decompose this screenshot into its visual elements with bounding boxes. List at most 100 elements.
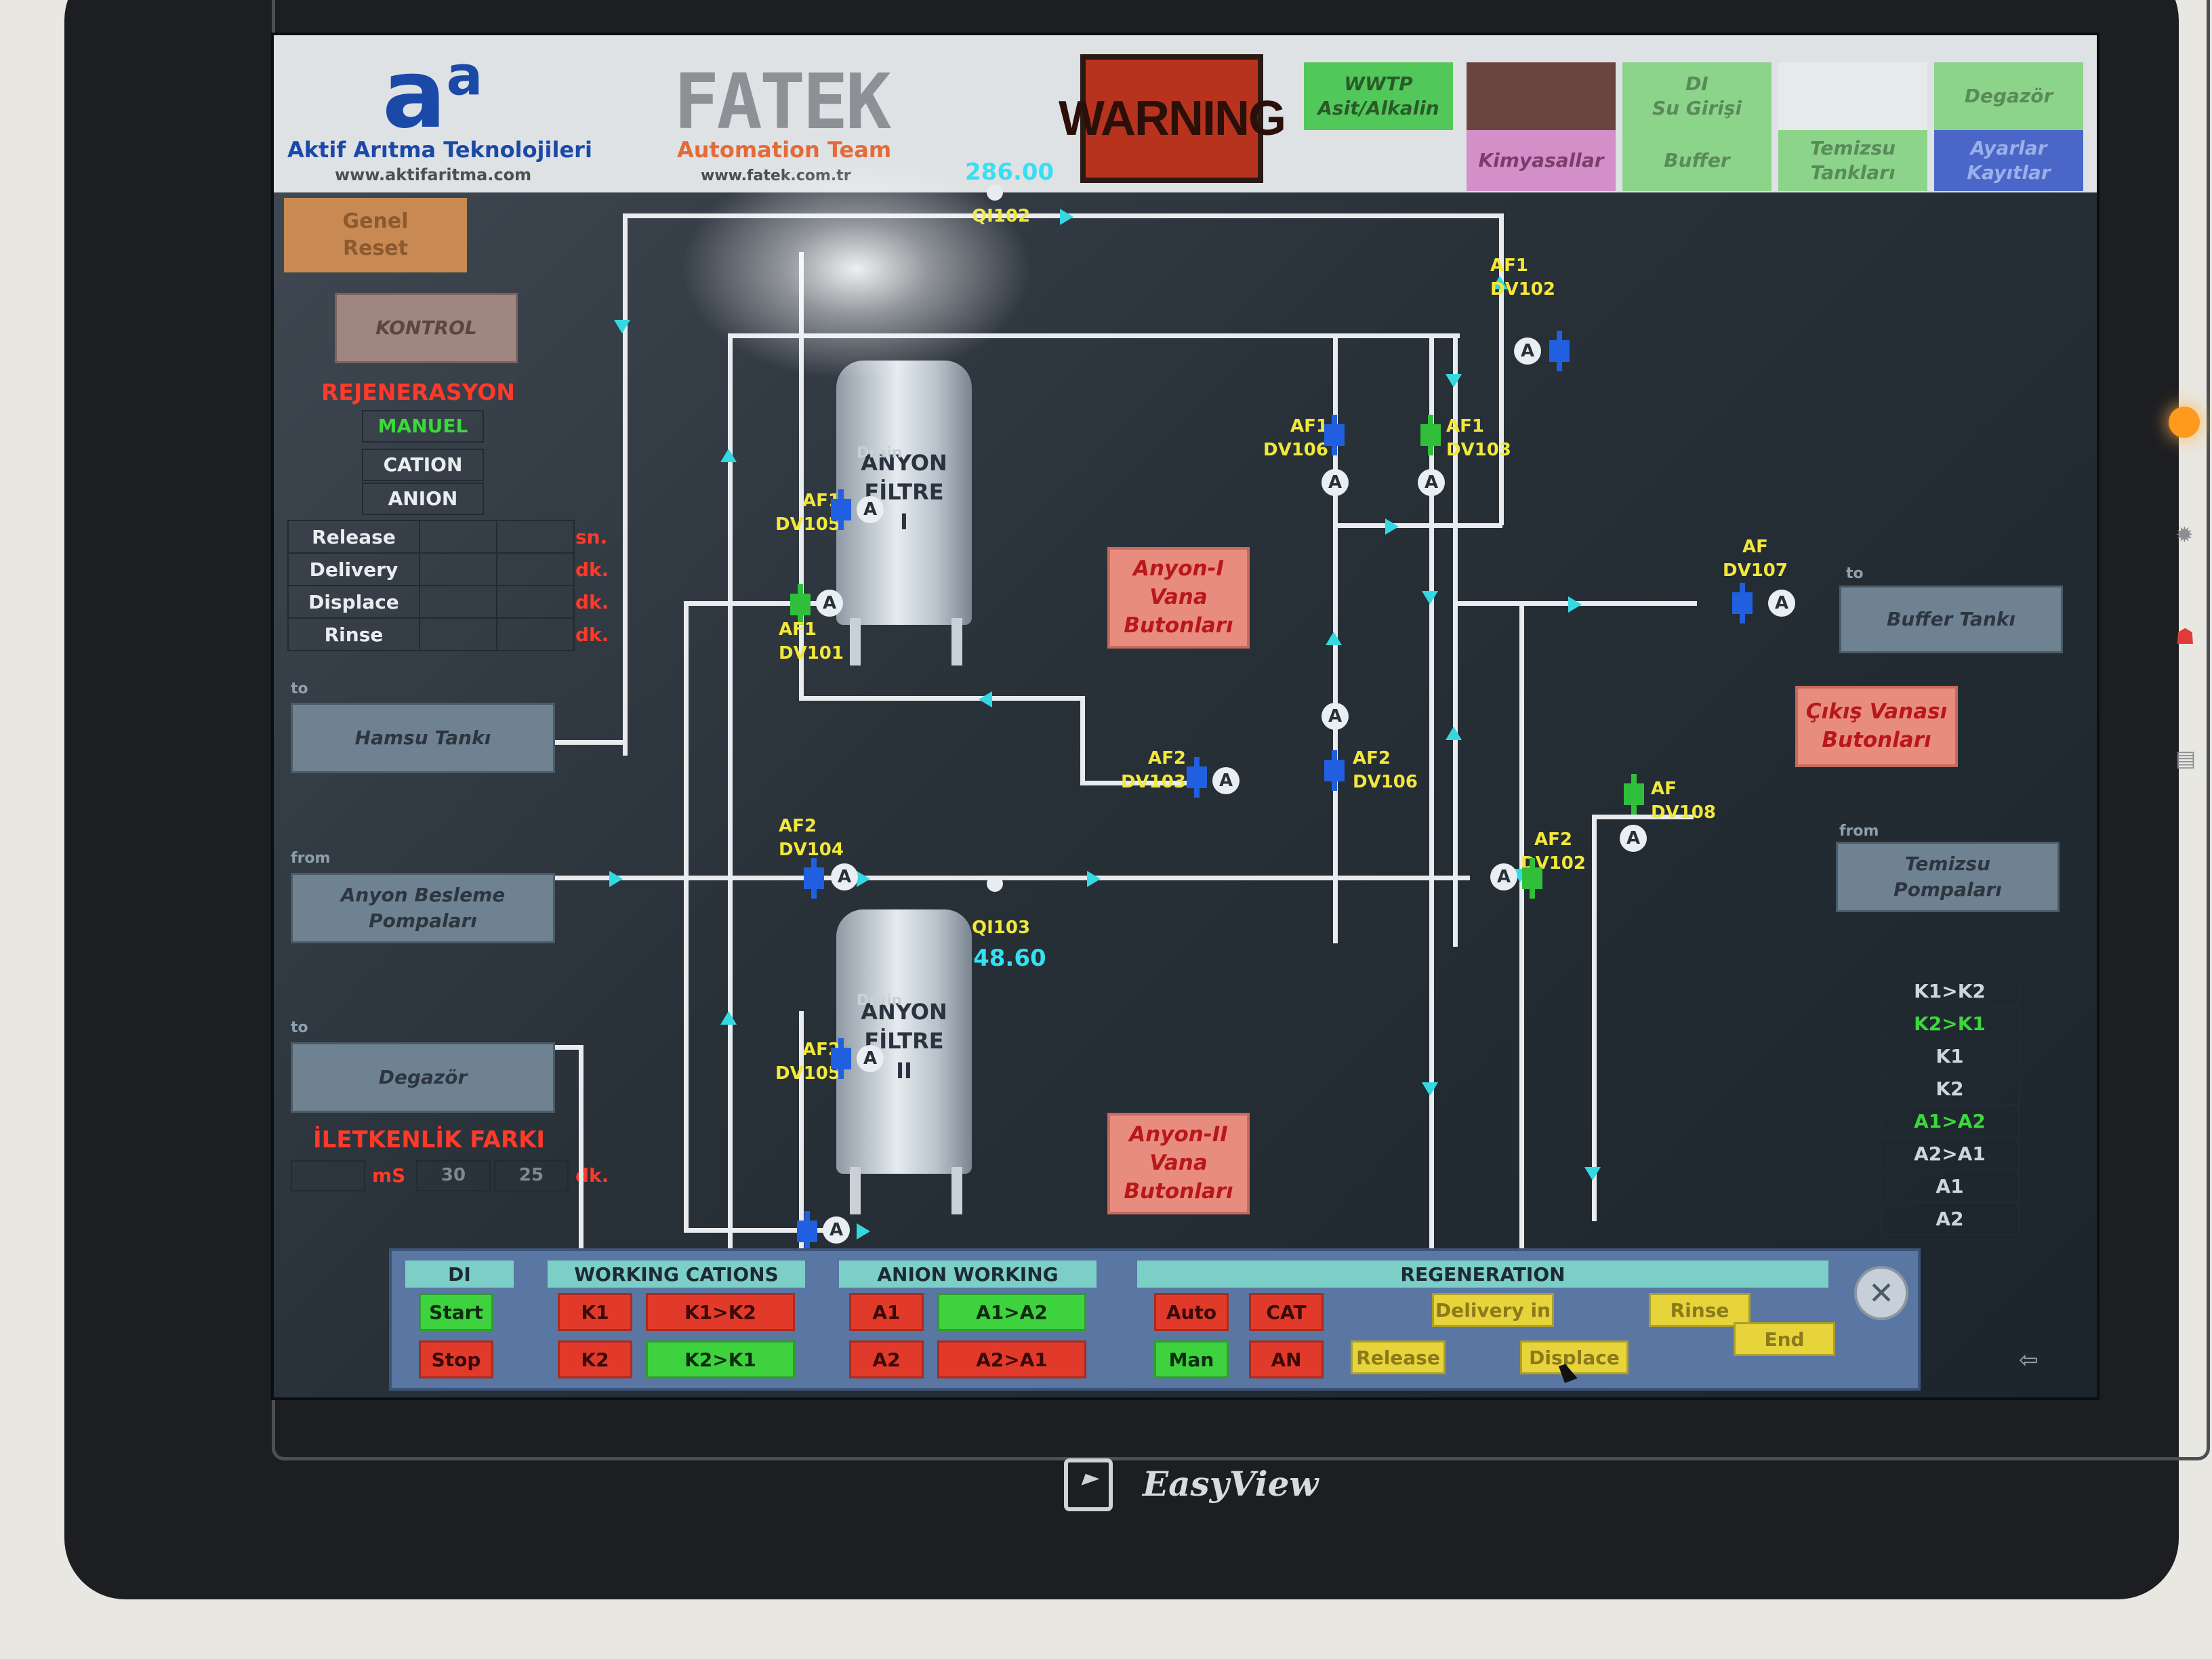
brightness-icon: ✹ [2175, 522, 2194, 548]
hamsu-tanki-button[interactable]: Hamsu Tankı [291, 703, 555, 773]
valve-icon[interactable] [802, 858, 825, 899]
nav-blank-1[interactable] [1467, 62, 1616, 130]
list-item[interactable]: A2 [1880, 1202, 2020, 1235]
end-button[interactable]: End [1734, 1322, 1835, 1356]
valve-icon[interactable] [789, 584, 812, 625]
valve-auto-indicator[interactable]: A [857, 496, 884, 523]
flow-arrow-right [857, 1223, 870, 1240]
valve-icon[interactable] [1731, 583, 1754, 623]
displace-button[interactable]: Displace [1520, 1340, 1629, 1374]
conductivity-limit-field[interactable]: 30 [416, 1160, 491, 1191]
a2-button[interactable]: A2 [849, 1340, 924, 1378]
valve-auto-indicator[interactable]: A [1768, 590, 1795, 617]
start-button[interactable]: Start [419, 1293, 493, 1331]
nav-wwtp[interactable]: WWTP Asit/Alkalin [1304, 62, 1453, 130]
valve-icon[interactable] [1548, 331, 1571, 371]
timer-value-field[interactable] [496, 552, 575, 586]
list-item[interactable]: K1>K2 [1880, 974, 2020, 1008]
valve-auto-indicator[interactable]: A [823, 1216, 850, 1244]
a2a1-button[interactable]: A2>A1 [937, 1340, 1086, 1378]
list-item[interactable]: K1 [1880, 1039, 2020, 1073]
buffer-tanki-button[interactable]: Buffer Tankı [1839, 586, 2063, 653]
conductivity-time-field[interactable]: 25 [494, 1160, 569, 1191]
sequence-item[interactable]: A1 [1880, 1169, 2020, 1203]
nav-di-su-girisi[interactable]: DI Su Girişi [1622, 62, 1771, 130]
valve-icon[interactable] [830, 489, 853, 530]
sequence-item[interactable]: K2 [1880, 1071, 2020, 1105]
conductivity-field[interactable] [291, 1160, 365, 1191]
sequence-item[interactable]: A2>A1 [1880, 1136, 2020, 1170]
k2-button[interactable]: K2 [558, 1340, 632, 1378]
valve-icon[interactable] [1323, 415, 1346, 455]
valve-auto-indicator[interactable]: A [831, 863, 858, 890]
sequence-item[interactable]: A2 [1880, 1202, 2020, 1235]
cation-indicator[interactable]: CATION [362, 449, 484, 481]
cikis-vanasi-butonlari[interactable]: Çıkış Vanası Butonları [1795, 686, 1958, 767]
valve-auto-indicator[interactable]: A [1322, 469, 1349, 496]
valve-icon[interactable] [1323, 750, 1346, 791]
an-button[interactable]: AN [1249, 1340, 1324, 1378]
valve-auto-indicator[interactable]: A [1322, 703, 1349, 730]
valve-icon[interactable] [1419, 415, 1442, 455]
degazor-button[interactable]: Degazör [291, 1042, 555, 1113]
anion-indicator[interactable]: ANION [362, 483, 484, 515]
valve-icon[interactable] [1185, 757, 1208, 798]
nav-ayarlar-kayitlar[interactable]: Ayarlar Kayıtlar [1934, 130, 2083, 191]
anyon-1-vana-butonlari[interactable]: Anyon-I Vana Butonları [1107, 547, 1250, 649]
valve-icon[interactable] [1622, 774, 1645, 815]
list-item[interactable]: K2>K1 [1880, 1006, 2020, 1040]
valve-auto-indicator[interactable]: A [1620, 825, 1647, 852]
warning-button[interactable]: WARNING [1059, 54, 1286, 183]
valve-icon[interactable] [796, 1211, 819, 1252]
list-item[interactable]: A1 [1880, 1169, 2020, 1203]
timer-value-field[interactable] [496, 520, 575, 554]
sequence-item[interactable]: K2>K1 [1880, 1006, 2020, 1040]
k2k1-button[interactable]: K2>K1 [646, 1340, 795, 1378]
list-item[interactable]: K2 [1880, 1071, 2020, 1105]
stop-button[interactable]: Stop [419, 1340, 493, 1378]
valve-auto-indicator[interactable]: A [1490, 863, 1517, 890]
cat-button[interactable]: CAT [1249, 1293, 1324, 1331]
nav-blank-2[interactable] [1778, 62, 1927, 130]
anyon-2-vana-butonlari[interactable]: Anyon-II Vana Butonları [1107, 1113, 1250, 1214]
nav-buffer[interactable]: Buffer [1622, 130, 1771, 191]
timer-value-field[interactable] [496, 617, 575, 651]
list-item[interactable]: A2>A1 [1880, 1136, 2020, 1170]
valve-auto-indicator[interactable]: A [816, 590, 843, 617]
sequence-item[interactable]: K1 [1880, 1039, 2020, 1073]
valve-auto-indicator[interactable]: A [1212, 767, 1240, 794]
timer-value-field[interactable] [496, 585, 575, 619]
a1-button[interactable]: A1 [849, 1293, 924, 1331]
auto-button[interactable]: Auto [1154, 1293, 1229, 1331]
valve-auto-indicator[interactable]: A [1418, 469, 1445, 496]
a1a2-button[interactable]: A1>A2 [937, 1293, 1086, 1331]
kontrol-button[interactable]: KONTROL [335, 293, 518, 363]
rinse-button[interactable]: Rinse [1649, 1293, 1750, 1327]
nav-kimyasallar[interactable]: Kimyasallar [1467, 130, 1616, 191]
valve-auto-indicator[interactable]: A [1514, 337, 1541, 365]
anyon-besleme-button[interactable]: Anyon Besleme Pompaları [291, 873, 555, 943]
temizsu-pompalari-button[interactable]: Temizsu Pompaları [1836, 842, 2060, 912]
nav-temizsu-tanklari[interactable]: Temizsu Tankları [1778, 130, 1927, 191]
valve-auto-indicator[interactable]: A [857, 1045, 884, 1072]
flow-arrow-up [720, 1011, 737, 1025]
valve-icon[interactable] [830, 1038, 853, 1079]
back-arrow-icon[interactable]: ⇦ [2019, 1347, 2039, 1374]
close-icon[interactable]: ✕ [1854, 1266, 1908, 1320]
valve-icon[interactable] [1521, 858, 1544, 899]
k1k2-button[interactable]: K1>K2 [646, 1293, 795, 1331]
k1-button[interactable]: K1 [558, 1293, 632, 1331]
manuel-indicator[interactable]: MANUEL [362, 410, 484, 443]
timer-value-field[interactable] [419, 520, 497, 554]
list-item[interactable]: A1>A2 [1880, 1104, 2020, 1138]
timer-value-field[interactable] [419, 552, 497, 586]
nav-degazor[interactable]: Degazör [1934, 62, 2083, 130]
release-button[interactable]: Release [1351, 1340, 1446, 1374]
sequence-item[interactable]: K1>K2 [1880, 974, 2020, 1008]
man-button[interactable]: Man [1154, 1340, 1229, 1378]
genel-reset-button[interactable]: Genel Reset [284, 198, 467, 272]
timer-value-field[interactable] [419, 585, 497, 619]
sequence-item[interactable]: A1>A2 [1880, 1104, 2020, 1138]
timer-value-field[interactable] [419, 617, 497, 651]
delivery-in-button[interactable]: Delivery in [1432, 1293, 1554, 1327]
